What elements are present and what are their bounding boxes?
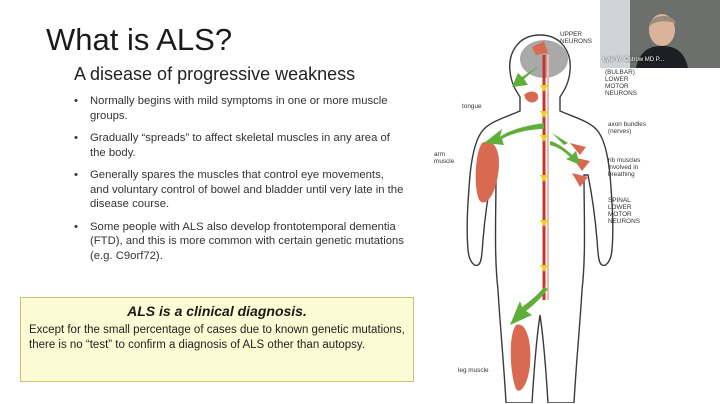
- bullet-item: Some people with ALS also develop fronto…: [74, 220, 404, 264]
- bullet-item: Generally spares the muscles that contro…: [74, 168, 404, 212]
- arm-arrow: [484, 123, 544, 145]
- leg-muscle: [510, 324, 531, 391]
- slide-title: What is ALS?: [46, 22, 233, 57]
- bullet-list: Normally begins with mild symptoms in on…: [74, 94, 404, 271]
- tongue-muscle: [524, 91, 539, 103]
- participant-name: Lyle W. Ostrow MD P...: [603, 57, 665, 63]
- body-outline-illustration: [466, 34, 614, 403]
- callout-heading: ALS is a clinical diagnosis.: [127, 303, 307, 319]
- callout-body: Except for the small percentage of cases…: [29, 324, 405, 351]
- leg-arrow: [510, 287, 548, 325]
- label-leg-muscle: leg muscle: [458, 367, 489, 374]
- slide-subtitle: A disease of progressive weakness: [74, 64, 356, 84]
- bullet-item: Normally begins with mild symptoms in on…: [74, 94, 404, 123]
- label-axon-bundles: axon bundles(nerves): [608, 121, 647, 135]
- arm-muscle: [475, 141, 500, 203]
- bullet-item: Gradually “spreads” to affect skeletal m…: [74, 131, 404, 160]
- diagnosis-callout: ALS is a clinical diagnosis. Except for …: [20, 297, 414, 382]
- label-tongue: tongue: [462, 103, 482, 110]
- participant-video-tile[interactable]: Lyle W. Ostrow MD P...: [600, 0, 720, 68]
- webcam-background-window: [600, 0, 630, 68]
- participant-avatar: [636, 14, 688, 68]
